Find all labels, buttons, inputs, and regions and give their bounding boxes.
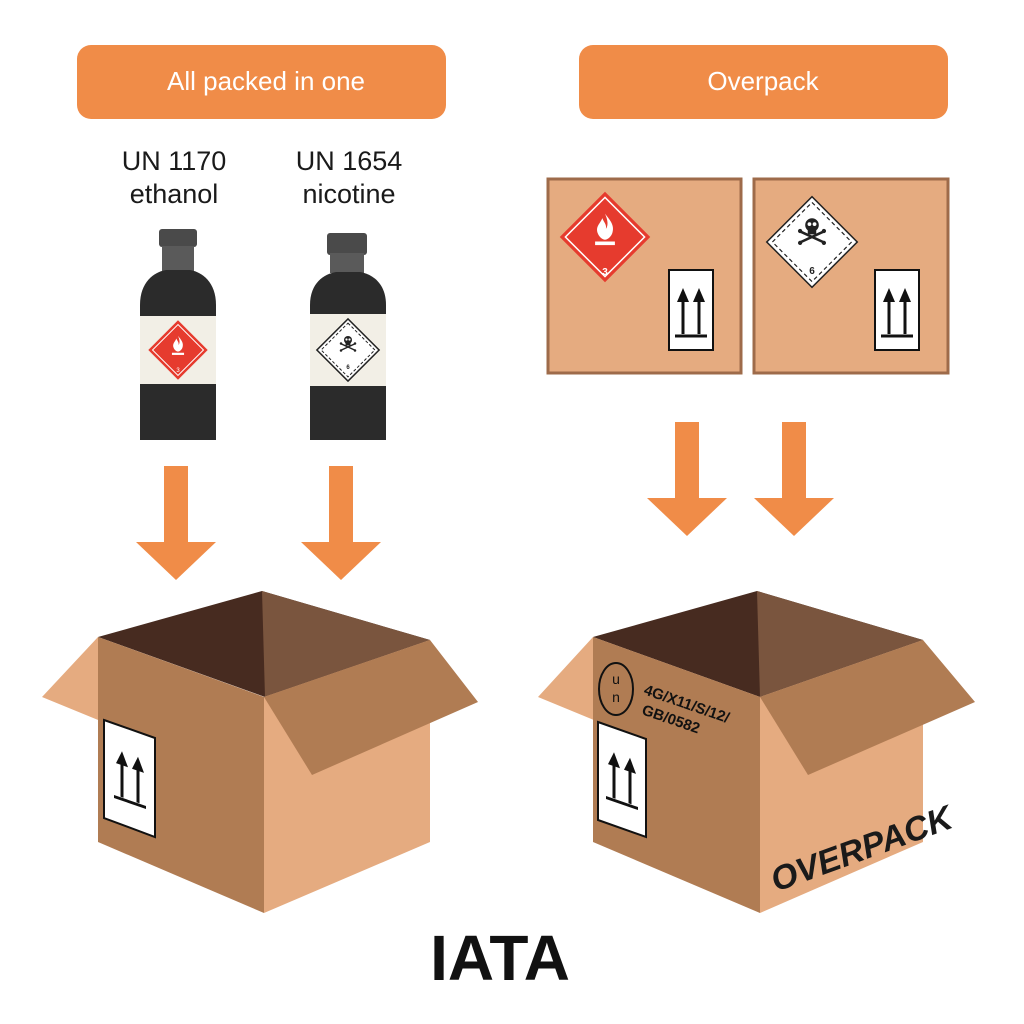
bottle-1-substance: ethanol — [130, 179, 219, 209]
header-all-packed-label: All packed in one — [167, 66, 365, 96]
svg-text:6: 6 — [809, 266, 815, 277]
svg-text:3: 3 — [602, 267, 608, 278]
bottle-2-un-number: UN 1654 — [296, 146, 403, 176]
footer-title: IATA — [430, 922, 570, 994]
header-overpack: Overpack — [579, 45, 948, 119]
toxic-label: 6 — [765, 195, 859, 289]
bottle-ethanol: 3 — [140, 229, 216, 440]
un-mark-letter-u: u — [612, 671, 620, 687]
down-arrow-icon — [754, 422, 834, 536]
this-way-up-icon — [103, 718, 156, 839]
down-arrow-icon — [136, 466, 216, 580]
bottle-1-un-number: UN 1170 — [122, 146, 227, 176]
this-way-up-icon — [874, 269, 920, 351]
down-arrow-icon — [301, 466, 381, 580]
down-arrow-icon — [647, 422, 727, 536]
outer-box-all-packed — [42, 591, 478, 913]
toxic-label: 6 — [315, 317, 381, 383]
this-way-up-icon — [597, 720, 647, 839]
svg-text:3: 3 — [176, 368, 180, 374]
bottle-2-substance: nicotine — [302, 179, 395, 209]
bottle-nicotine: 6 — [310, 233, 386, 440]
svg-text:6: 6 — [346, 365, 350, 371]
package-toxic: 6 — [752, 177, 950, 375]
this-way-up-icon — [668, 269, 714, 351]
outer-box-overpack: u n 4G/X11/S/12/ GB/0582 OVERPACK — [538, 591, 975, 913]
un-mark-letter-n: n — [612, 689, 620, 705]
header-overpack-label: Overpack — [707, 66, 819, 96]
package-flammable: 3 — [546, 177, 743, 375]
header-all-packed: All packed in one — [77, 45, 446, 119]
